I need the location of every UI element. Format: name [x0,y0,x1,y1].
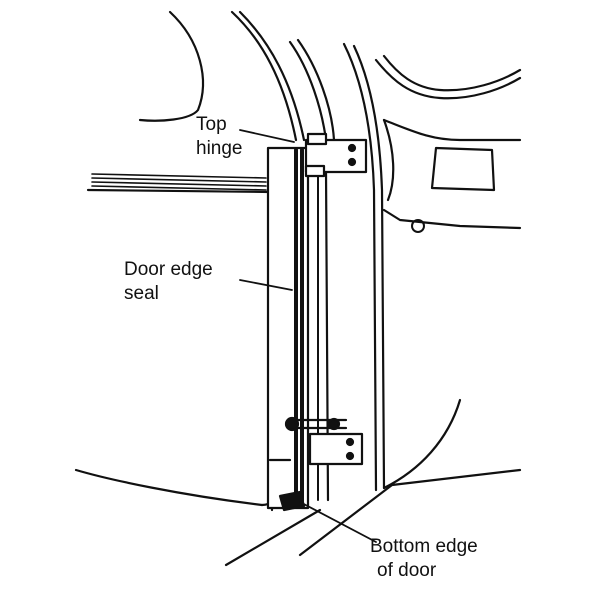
bottom-hinge [284,416,364,466]
leader-top-hinge [239,129,295,143]
door-panel [74,188,278,512]
leader-lines [239,129,377,543]
bolt-icon [411,219,425,233]
leader-seal [239,279,293,291]
label-top-hinge: Top hinge [196,114,243,159]
belt-moulding [91,173,267,191]
body-outline [138,10,522,567]
door-edge [266,146,330,510]
leader-bottom [299,501,377,543]
label-door-edge-seal: Door edge seal [124,259,213,304]
bottom-door-edge [268,458,306,512]
label-bottom-edge: Bottom edge of door [370,536,478,581]
top-hinge [304,132,368,178]
